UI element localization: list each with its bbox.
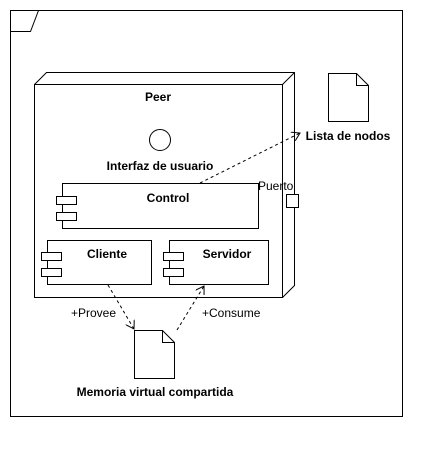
component-port-icon: [163, 268, 184, 277]
consume-label: +Consume: [202, 306, 261, 320]
interface-circle-icon: [149, 129, 171, 151]
component-port-icon: [163, 252, 184, 261]
control-label: Control: [147, 191, 190, 205]
component-port-icon: [56, 212, 77, 221]
port[interactable]: Puerto: [258, 179, 299, 208]
artifact-lista[interactable]: Lista de nodos: [306, 73, 391, 144]
port-label: Puerto: [258, 179, 294, 193]
component-port-icon: [56, 196, 77, 205]
document-icon: [328, 73, 369, 122]
component-port-icon: [41, 252, 62, 261]
memoria-label: Memoria virtual compartida: [77, 385, 234, 399]
dependency-memoria-servidor[interactable]: [176, 286, 204, 331]
component-cliente[interactable]: Cliente: [41, 240, 152, 285]
component-control[interactable]: Control: [56, 183, 259, 229]
provee-label: +Provee: [71, 306, 116, 320]
document-icon: [134, 330, 175, 379]
dependency-control-lista[interactable]: [199, 133, 300, 184]
peer-node-label: Peer: [145, 90, 171, 104]
component-servidor[interactable]: Servidor: [163, 240, 269, 285]
cliente-label: Cliente: [87, 247, 127, 261]
servidor-label: Servidor: [203, 247, 252, 261]
artifact-memoria[interactable]: Memoria virtual compartida: [77, 330, 234, 400]
user-interface[interactable]: Interfaz de usuario: [107, 129, 214, 174]
interface-label: Interfaz de usuario: [107, 159, 214, 173]
component-port-icon: [41, 268, 62, 277]
lista-label: Lista de nodos: [306, 129, 391, 143]
dependency-cliente-memoria[interactable]: [107, 284, 134, 329]
port-square-icon: [286, 194, 299, 208]
